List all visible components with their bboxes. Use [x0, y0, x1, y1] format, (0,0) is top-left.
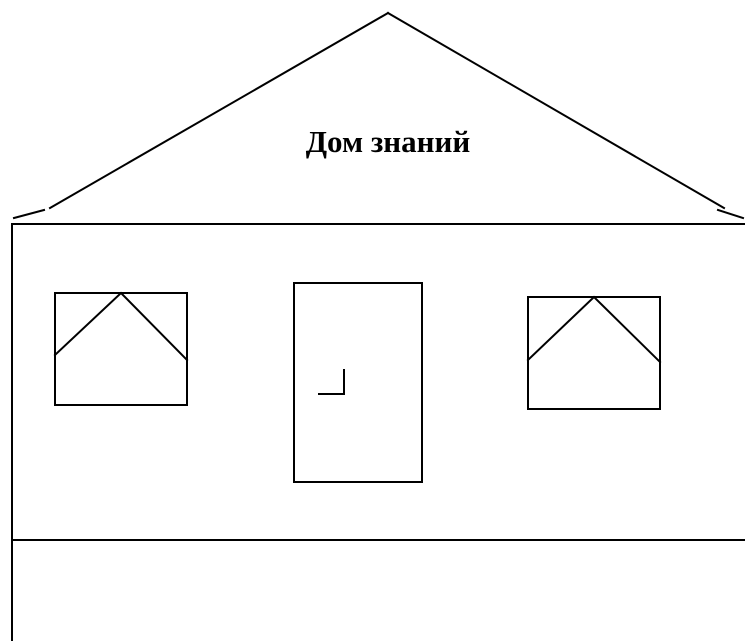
door-handle [319, 370, 344, 394]
roof-left-slope [50, 13, 388, 208]
left-window-frame [55, 293, 187, 405]
right-window [528, 297, 660, 409]
left-window [55, 293, 187, 405]
left-window-gable [55, 293, 187, 360]
roof [14, 13, 743, 218]
wall [12, 224, 745, 641]
door [294, 283, 422, 482]
right-window-gable [528, 297, 660, 362]
house-title: Дом знаний [306, 124, 471, 159]
roof-right-slope [388, 13, 724, 208]
roof-right-eave [718, 210, 743, 218]
roof-left-eave [14, 210, 44, 218]
right-window-frame [528, 297, 660, 409]
door-frame [294, 283, 422, 482]
